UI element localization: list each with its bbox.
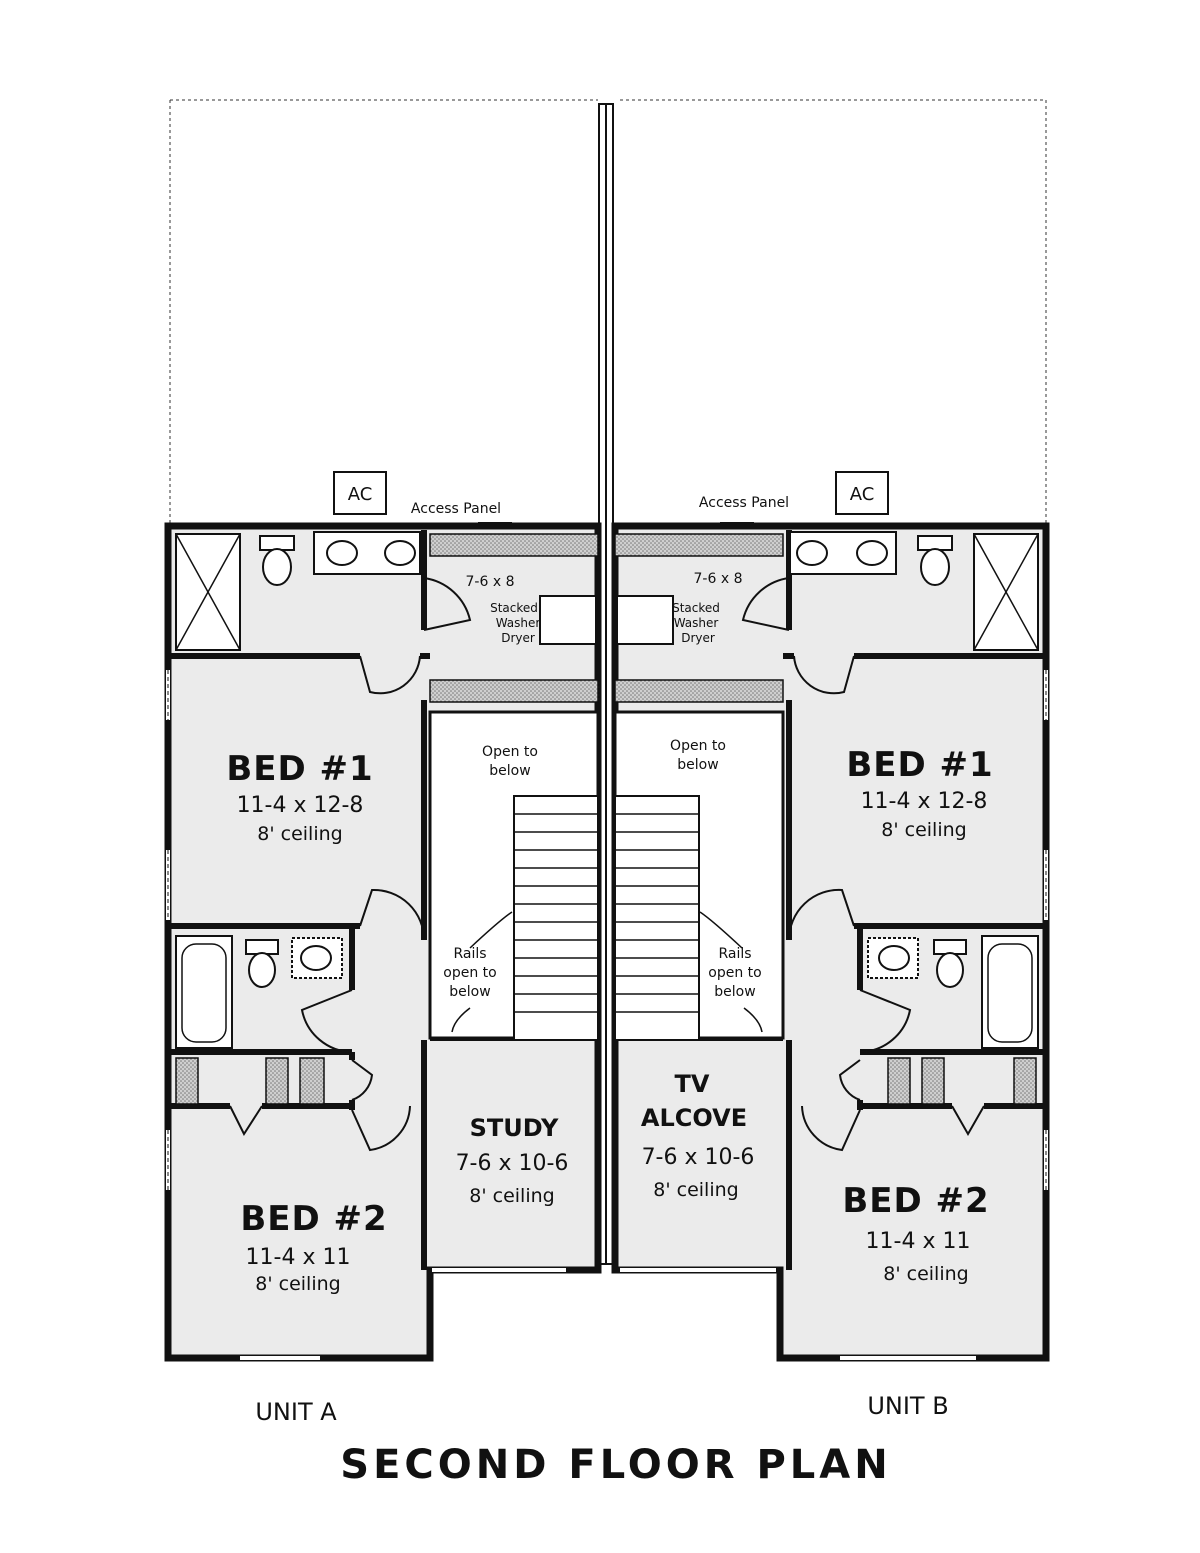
bed1-dim-a: 11-4 x 12-8 (237, 793, 364, 818)
laundry-dim-b: 7-6 x 8 (694, 571, 743, 587)
bed1-ceiling-a: 8' ceiling (257, 823, 342, 845)
roof-outline (169, 99, 1047, 524)
unit-b-label: UNIT B (867, 1392, 948, 1420)
rails-label-b: Rails (718, 946, 751, 962)
below-label-b: below (677, 757, 718, 773)
unit-a-floor (164, 522, 602, 1362)
laundry-dim-a: 7-6 x 8 (466, 574, 515, 590)
alcove-label: ALCOVE (641, 1104, 747, 1132)
dryer-label-b: Dryer (681, 631, 715, 645)
access-panel-label-a: Access Panel (411, 501, 501, 517)
bed2-ceiling-a: 8' ceiling (255, 1273, 340, 1295)
bed1-label-a: BED #1 (226, 749, 373, 789)
below-label-a: below (489, 763, 530, 779)
ac-label-b: AC (850, 484, 875, 505)
open-to-label-a: Open to (482, 744, 538, 760)
washer-label-b: Washer (674, 616, 719, 630)
bed1-label-b: BED #1 (846, 745, 993, 785)
stacked-label-b: Stacked (672, 601, 720, 615)
study-dim: 7-6 x 10-6 (456, 1151, 569, 1176)
ac-unit-b-box (835, 471, 889, 515)
rails-label-a: Rails (453, 946, 486, 962)
tv-label: TV (675, 1070, 710, 1098)
unit-b-floor (611, 522, 1050, 1362)
access-panel-label-b: Access Panel (699, 495, 789, 511)
party-wall (598, 103, 614, 1265)
rails-below-b: below (714, 984, 755, 1000)
rails-open-to-a: open to (443, 965, 496, 981)
alcove-dim: 7-6 x 10-6 (642, 1145, 755, 1170)
alcove-ceiling: 8' ceiling (653, 1179, 738, 1201)
ac-unit-a-box (333, 471, 387, 515)
unit-a-label: UNIT A (255, 1398, 337, 1426)
plan-title: SECOND FLOOR PLAN (340, 1442, 891, 1488)
rails-open-to-b: open to (708, 965, 761, 981)
bed2-label-a: BED #2 (240, 1199, 387, 1239)
study-ceiling: 8' ceiling (469, 1185, 554, 1207)
study-label: STUDY (470, 1114, 559, 1142)
ac-label-a: AC (348, 484, 373, 505)
bed2-dim-a: 11-4 x 11 (246, 1245, 351, 1270)
bed1-dim-b: 11-4 x 12-8 (861, 789, 988, 814)
bed1-ceiling-b: 8' ceiling (881, 819, 966, 841)
bed2-label-b: BED #2 (842, 1181, 989, 1221)
bed2-dim-b: 11-4 x 11 (866, 1229, 971, 1254)
bed2-ceiling-b: 8' ceiling (883, 1263, 968, 1285)
stacked-label-a: Stacked (490, 601, 538, 615)
labels: AC AC Access Panel Access Panel 7-6 x 8 … (226, 484, 993, 1488)
open-to-label-b: Open to (670, 738, 726, 754)
washer-label-a: Washer (496, 616, 541, 630)
dryer-label-a: Dryer (501, 631, 535, 645)
rails-below-a: below (449, 984, 490, 1000)
